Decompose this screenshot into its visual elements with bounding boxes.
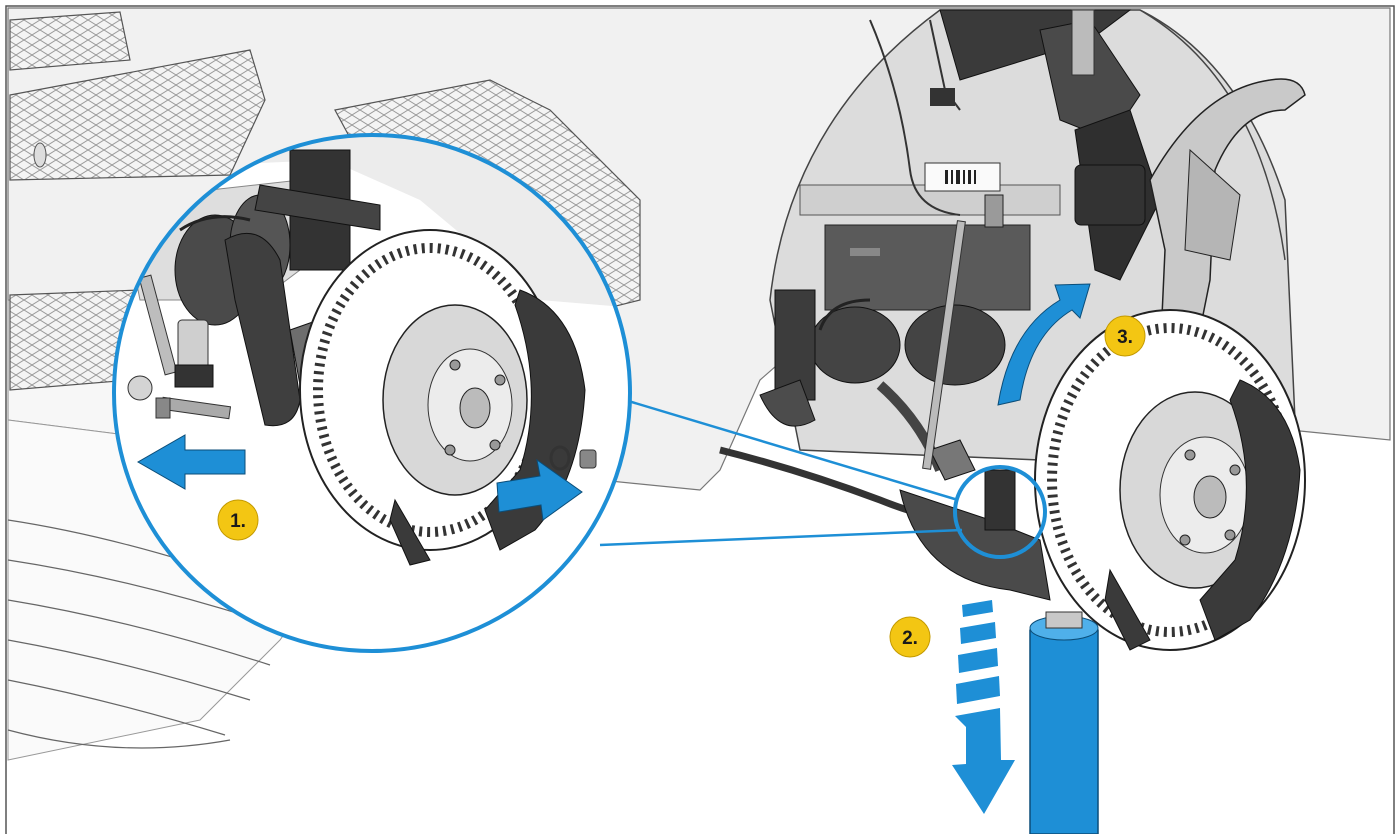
zoom-circle-border <box>112 133 632 653</box>
step-marker-2: 2. <box>889 616 931 658</box>
step-label-3: 3. <box>1117 327 1133 348</box>
detail-zoom-view <box>112 133 632 653</box>
zoom-connector-line <box>624 398 959 502</box>
step-marker-1: 1. <box>217 499 259 541</box>
arrow-curved-up-icon <box>997 283 1091 406</box>
support-stand <box>1029 611 1099 834</box>
arrow-down-dashed-icon <box>952 600 1015 814</box>
arrow-right-icon <box>496 458 583 521</box>
ball-joint-highlight <box>953 465 1047 559</box>
arrow-left-icon <box>136 434 246 490</box>
zoom-connector-line <box>599 528 963 547</box>
step-label-2: 2. <box>902 628 918 649</box>
steering-knuckle <box>1149 78 1306 382</box>
step-marker-3: 3. <box>1104 315 1146 357</box>
right-brake-disc <box>1034 309 1306 651</box>
step-label-1: 1. <box>230 511 246 532</box>
lower-control-arm <box>899 194 1051 601</box>
